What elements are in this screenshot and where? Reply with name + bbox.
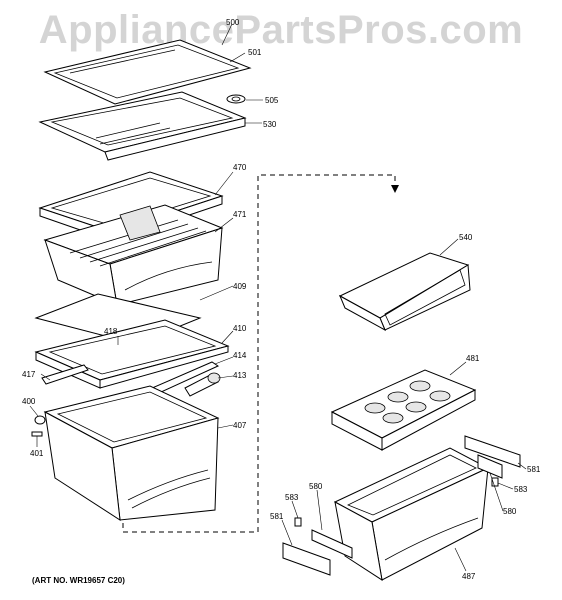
part-417-rod — [41, 364, 89, 385]
part-400-bushing — [34, 415, 46, 425]
label-583-right: 583 — [514, 485, 528, 494]
dashed-reference-line — [122, 174, 396, 533]
label-505: 505 — [265, 96, 279, 105]
label-500: 500 — [226, 18, 240, 27]
label-414: 414 — [233, 351, 247, 360]
label-581-left: 581 — [270, 512, 284, 521]
label-401: 401 — [30, 449, 44, 458]
part-580-rail-right — [477, 454, 503, 479]
part-487-bin — [333, 447, 490, 582]
watermark: AppliancePartsPros.com — [38, 8, 524, 52]
label-481: 481 — [466, 354, 480, 363]
part-530-shelf-frame — [38, 91, 247, 161]
direction-arrow — [391, 185, 399, 193]
part-471-pan — [43, 204, 224, 306]
label-540: 540 — [459, 233, 473, 242]
label-471: 471 — [233, 210, 247, 219]
part-505-clip — [226, 94, 246, 104]
part-413-roller — [184, 372, 221, 397]
label-417: 417 — [22, 370, 36, 379]
art-number: (ART NO. WR19657 C20) — [32, 576, 125, 585]
part-540-tray — [338, 252, 471, 332]
label-470: 470 — [233, 163, 247, 172]
label-501: 501 — [248, 48, 262, 57]
part-401-screw — [31, 431, 43, 437]
label-530: 530 — [263, 120, 277, 129]
label-581-right: 581 — [527, 465, 541, 474]
label-410: 410 — [233, 324, 247, 333]
label-580-right: 580 — [503, 507, 517, 516]
part-501-glass-shelf — [43, 39, 252, 105]
label-400: 400 — [22, 397, 36, 406]
leader-lines — [29, 23, 527, 572]
label-409: 409 — [233, 282, 247, 291]
label-413: 413 — [233, 371, 247, 380]
label-580-left: 580 — [309, 482, 323, 491]
label-583-left: 583 — [285, 493, 299, 502]
part-407-drawer — [43, 385, 220, 521]
part-583-clip-left — [294, 517, 302, 527]
part-581-plate-right — [464, 435, 521, 468]
part-580-rail-left — [311, 529, 353, 559]
part-583-clip-right — [491, 477, 499, 487]
part-581-plate-left — [282, 542, 331, 576]
label-407: 407 — [233, 421, 247, 430]
label-418: 418 — [104, 327, 118, 336]
label-487: 487 — [462, 572, 476, 581]
part-481-egg-tray — [330, 369, 477, 451]
